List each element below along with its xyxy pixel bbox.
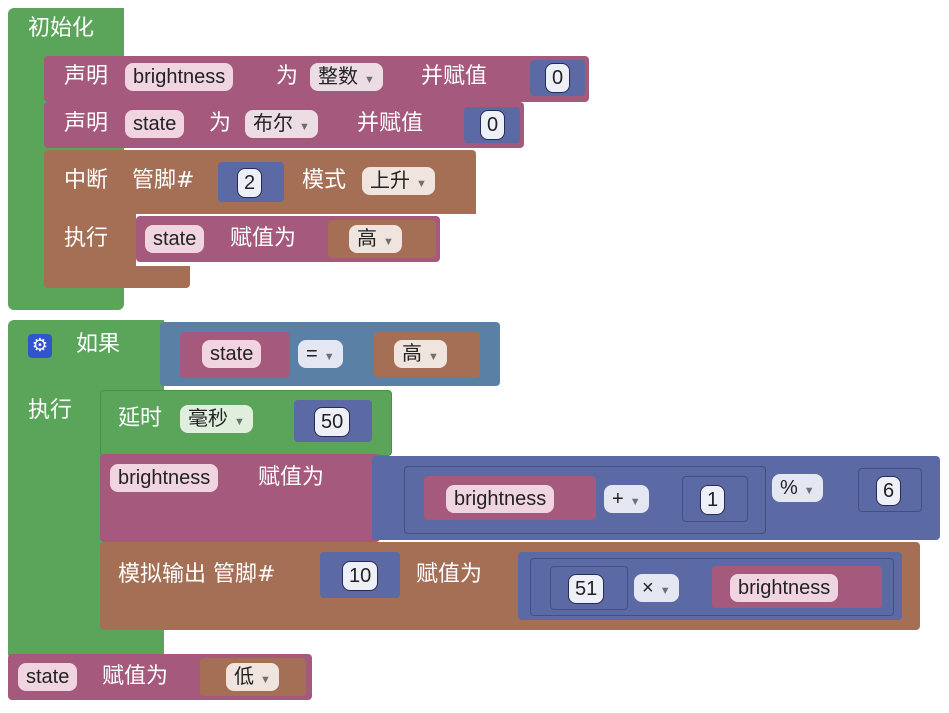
compare-op-dropdown[interactable]: =▼: [298, 340, 343, 368]
mul-op-label: ×: [642, 577, 654, 599]
interrupt-keyword: 中断: [64, 168, 109, 193]
setup-block-footer: [8, 290, 124, 310]
number-field[interactable]: 0: [480, 110, 506, 140]
declare-keyword: 声明: [64, 111, 109, 136]
chevron-down-icon: ▼: [364, 74, 375, 86]
chevron-down-icon: ▼: [383, 236, 394, 248]
if-label: 如果: [76, 332, 121, 357]
plus-op-label: +: [612, 488, 624, 510]
var-name-field[interactable]: brightness: [125, 63, 234, 91]
mul-var-field[interactable]: brightness: [730, 574, 839, 602]
pin-number-field[interactable]: 10: [342, 561, 379, 591]
mod-op-label: %: [780, 477, 798, 499]
as-label: 为: [276, 64, 299, 89]
do-label: 执行: [28, 398, 73, 423]
cond-value-label: 高: [402, 343, 422, 365]
chevron-down-icon: ▼: [234, 416, 245, 428]
declare-keyword: 声明: [64, 64, 109, 89]
setup-title: 初始化: [28, 16, 95, 41]
final-value-label: 低: [234, 666, 254, 688]
set-label: 赋值为: [416, 562, 483, 587]
delay-label: 延时: [118, 406, 163, 431]
delay-unit-dropdown[interactable]: 毫秒 ▼: [180, 405, 253, 433]
chevron-down-icon: ▼: [323, 351, 335, 363]
pin-number-field[interactable]: 2: [237, 168, 263, 198]
set-label: 赋值为: [230, 226, 297, 251]
chevron-down-icon: ▼: [629, 496, 641, 508]
cond-value-dropdown[interactable]: 高▼: [394, 340, 447, 368]
mul-left-field[interactable]: 51: [568, 574, 605, 604]
mode-label: 模式: [302, 168, 347, 193]
do-label: 执行: [64, 226, 109, 251]
mod-value-field[interactable]: 6: [876, 476, 902, 506]
var-name-field[interactable]: state: [18, 663, 78, 691]
var-name-field[interactable]: state: [125, 110, 185, 138]
final-value-dropdown[interactable]: 低▼: [226, 663, 279, 691]
as-label: 为: [209, 111, 232, 136]
mode-dropdown[interactable]: 上升 ▼: [362, 167, 435, 195]
mod-op-dropdown[interactable]: %▼: [772, 474, 823, 502]
chevron-down-icon: ▼: [659, 585, 671, 597]
gear-icon[interactable]: ⚙: [28, 334, 52, 358]
cond-var-field[interactable]: state: [202, 340, 262, 368]
type-dropdown[interactable]: 整数 ▼: [310, 63, 383, 91]
assign-label: 并赋值: [357, 111, 424, 136]
delay-unit-label: 毫秒: [188, 408, 228, 430]
analog-output-label: 模拟输出 管脚#: [118, 562, 276, 587]
type-dropdown-label: 整数: [318, 66, 358, 88]
chevron-down-icon: ▼: [803, 485, 815, 497]
value-dropdown-label: 高: [357, 228, 377, 250]
interrupt-block-bottom: [44, 266, 190, 288]
pin-label: 管脚#: [132, 168, 195, 193]
interrupt-block-side: [44, 214, 136, 266]
plus-op-dropdown[interactable]: +▼: [604, 485, 649, 513]
type-dropdown[interactable]: 布尔 ▼: [245, 110, 318, 138]
number-field[interactable]: 0: [545, 63, 571, 93]
chevron-down-icon: ▼: [299, 121, 310, 133]
var-name-field[interactable]: brightness: [110, 464, 219, 492]
type-dropdown-label: 布尔: [253, 113, 293, 135]
var-name-field[interactable]: state: [145, 225, 205, 253]
assign-label: 并赋值: [421, 64, 488, 89]
mode-dropdown-label: 上升: [370, 170, 410, 192]
chevron-down-icon: ▼: [260, 674, 271, 686]
expr-var-field[interactable]: brightness: [446, 485, 555, 513]
delay-value-field[interactable]: 50: [314, 407, 351, 437]
if-block-bottom: [8, 630, 164, 654]
set-label: 赋值为: [102, 664, 169, 689]
compare-op-label: =: [306, 343, 318, 365]
set-label: 赋值为: [258, 465, 325, 490]
chevron-down-icon: ▼: [416, 178, 427, 190]
chevron-down-icon: ▼: [428, 351, 439, 363]
plus-value-field[interactable]: 1: [700, 485, 726, 515]
mul-op-dropdown[interactable]: ×▼: [634, 574, 679, 602]
value-dropdown[interactable]: 高▼: [349, 225, 402, 253]
